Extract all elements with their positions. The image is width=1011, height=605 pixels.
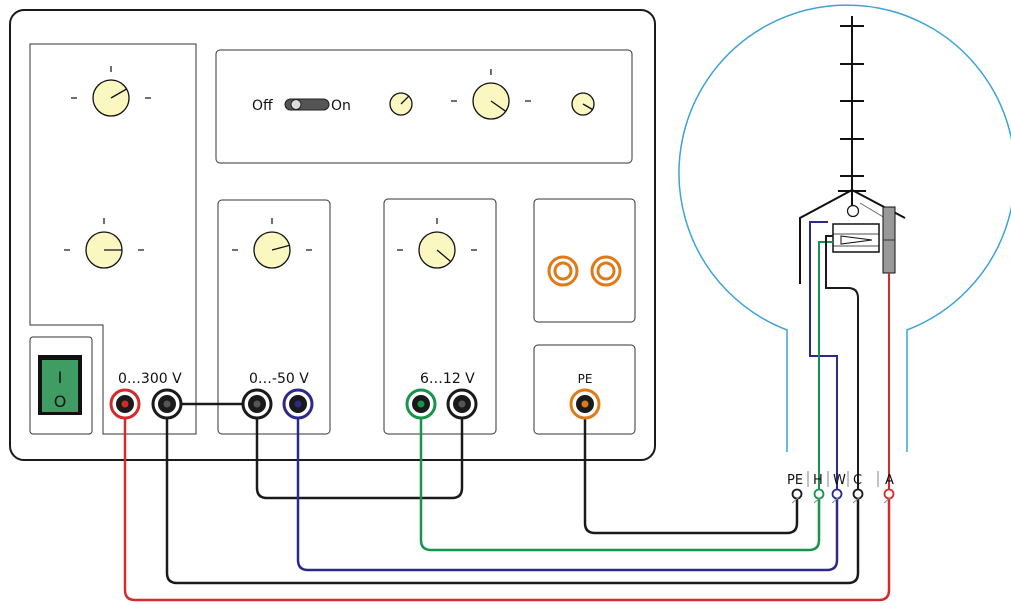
power-on-symbol: I [58,368,63,387]
terminal-tick [883,496,892,504]
toggle-knob [290,99,302,110]
terminal-label: W [833,473,846,488]
tube [678,4,1011,498]
wire-green-h [419,404,821,552]
power-off-symbol: O [54,392,67,411]
terminal-label: C [853,473,862,488]
switch-on-label: On [331,98,351,114]
terminal-tick [831,496,840,504]
off-on-toggle[interactable] [284,98,330,111]
socket-pin [458,400,466,408]
terminal-jack [852,488,864,500]
power-switch-rocker [42,360,78,412]
orange-socket-left-inner [553,261,573,281]
knob-pointer [582,103,593,111]
socket-pe[interactable] [569,388,601,420]
socket-pin [253,400,261,408]
lead-green [818,241,833,498]
panel-6-12v [383,198,497,435]
wires [123,402,891,602]
terminal-label: H [813,473,823,488]
lead-blue [809,221,838,498]
socket-pin [417,400,425,408]
tube-electrode-hood [799,188,906,284]
socket-pin [294,400,302,408]
socket-green-6-12v[interactable] [405,388,437,420]
terminal-w[interactable]: W [831,473,846,504]
knob-pointer [400,95,410,105]
tube-outline [678,4,1011,452]
knob-small-2[interactable] [571,92,595,116]
tube-support-line [859,202,886,219]
wire-black-loop [255,404,464,500]
socket-label-pe: PE [578,372,593,386]
terminal-tick [852,496,861,504]
knobs-group [64,66,595,269]
knob-left-lower[interactable] [64,218,144,269]
terminal-label: PE [787,473,803,488]
socket-pin [581,400,589,408]
socket-black-0-300v[interactable] [151,388,183,420]
terminal-jack [813,488,825,500]
socket-black-6-12v[interactable] [446,388,478,420]
sockets-group [109,388,601,420]
wire-blue-w [296,404,839,572]
socket-red-0-300v[interactable] [109,388,141,420]
knob-pointer [436,249,452,263]
knob-pointer [490,100,507,112]
knob-0-50v[interactable] [232,218,312,269]
terminal-jack [831,488,843,500]
orange-socket-right-inner [596,261,616,281]
gun-filament [840,235,873,245]
terminal-jack [883,488,895,500]
wire-red-anode [123,404,891,602]
knob-6-12v[interactable] [397,218,477,269]
knob-pointer [110,88,127,99]
socket-label-0-300v: 0…300 V [118,371,182,387]
knob-pointer [271,244,290,251]
terminal-c[interactable]: C [852,473,864,504]
panel-orange-sockets [533,198,636,323]
terminal-tick [791,496,800,504]
terminal-tick [813,496,822,504]
lead-black [825,235,859,498]
wire-black-cathode [165,404,860,585]
terminal-jack [791,488,803,500]
terminal-pe[interactable]: PE [787,473,803,504]
panel-0-50v [217,199,331,435]
socket-blue-0-50v[interactable] [282,388,314,420]
terminal-label: A [885,473,894,488]
terminal-h[interactable]: H [813,473,825,504]
socket-black-0-50v[interactable] [241,388,273,420]
power-switch[interactable]: I O [38,355,82,415]
wire-black-pe [583,404,799,535]
terminal-a[interactable]: A [883,473,895,504]
knob-left-upper[interactable] [71,66,151,117]
socket-pin [163,400,171,408]
socket-label-0-50v: 0…-50 V [249,371,309,387]
top-control-panel [215,49,633,164]
knob-large-top[interactable] [451,69,531,120]
orange-socket-pair [547,255,622,287]
knob-small-1[interactable] [389,92,413,116]
socket-label-6-12v: 6…12 V [420,371,475,387]
socket-pin [121,400,129,408]
switch-off-label: Off [252,98,273,114]
tube-aperture [846,204,860,218]
